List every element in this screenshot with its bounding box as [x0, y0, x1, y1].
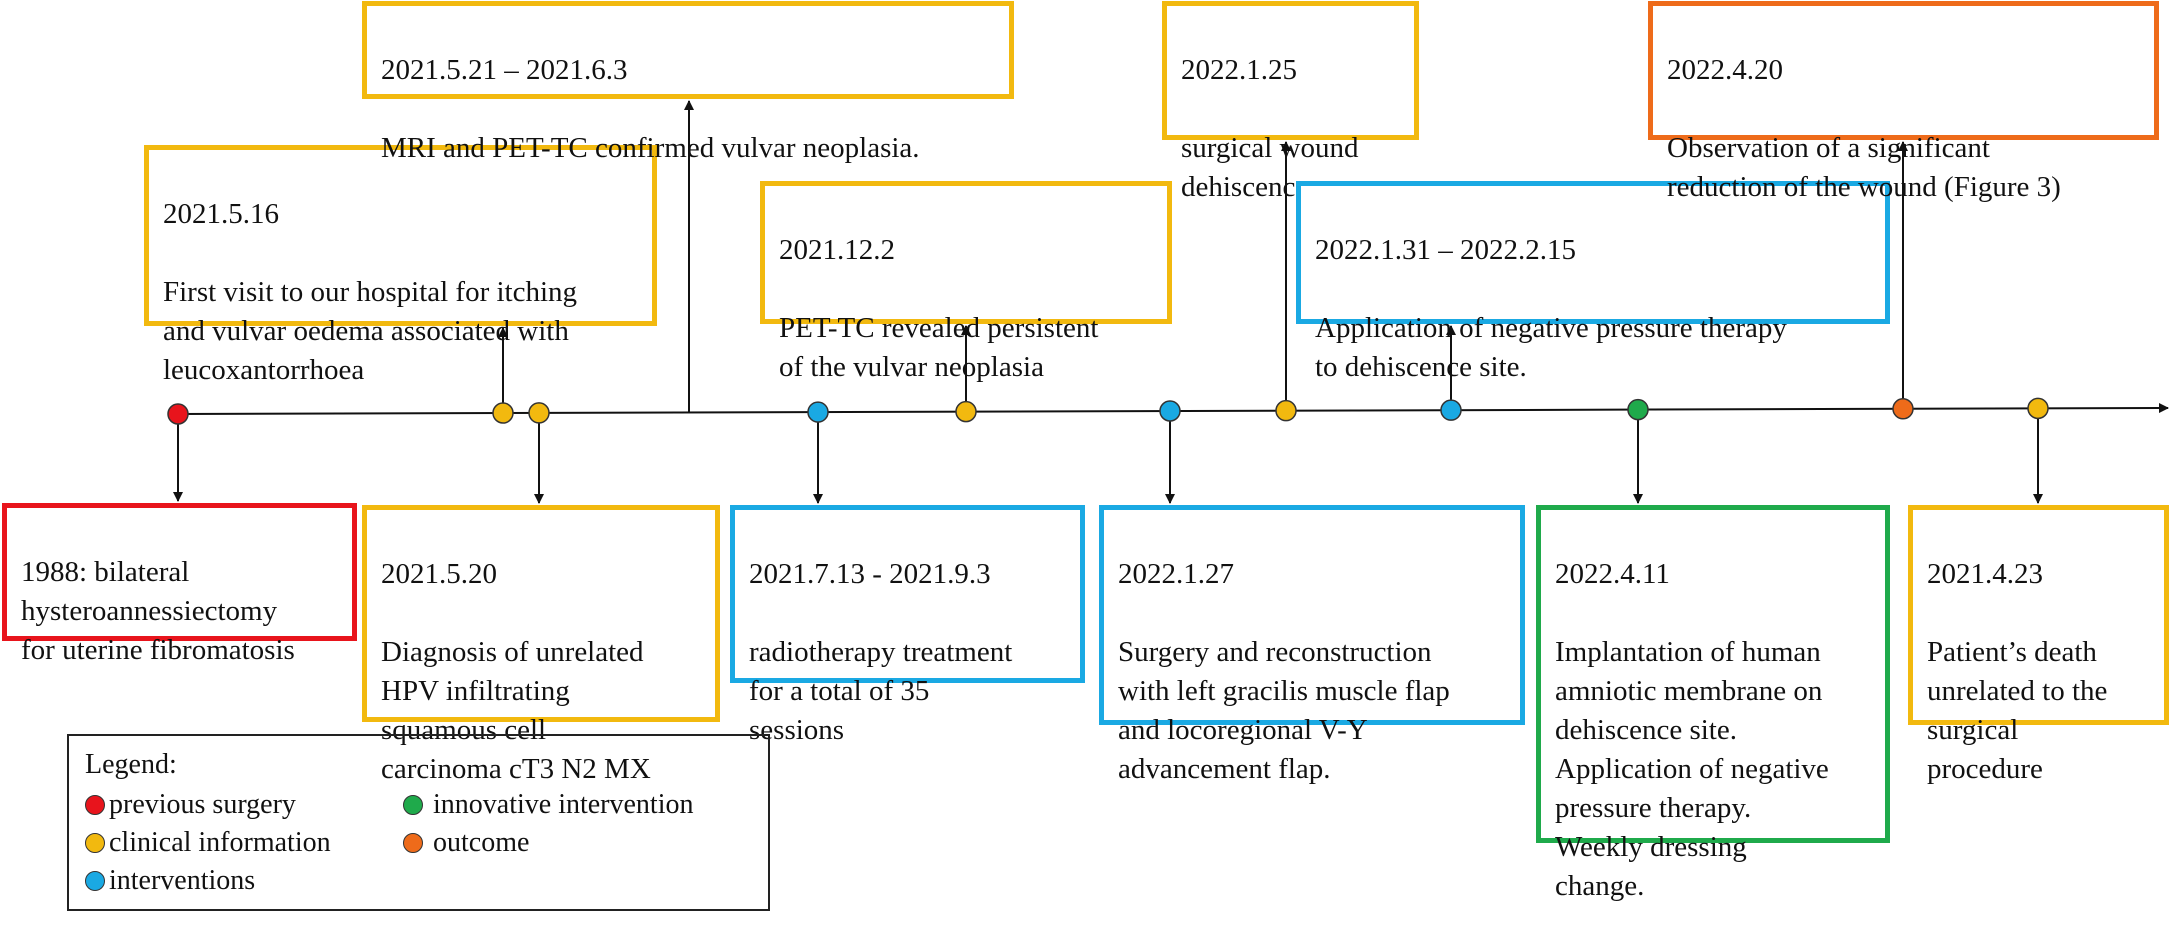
event-text: Patient’s death unrelated to the surgica… — [1927, 636, 2108, 785]
event-text: 1988: bilateral hysteroannessiectomy for… — [21, 556, 295, 666]
event-box-2021-7-13: 2021.7.13 - 2021.9.3 radiotherapy treatm… — [730, 505, 1085, 746]
event-date: 2022.4.20 — [1667, 54, 1783, 86]
marker-group — [167, 397, 2049, 425]
legend: Legend: previous surgery clinical inform… — [67, 734, 770, 911]
timeline-marker-e20220131 — [1440, 399, 1462, 421]
event-date: 2022.1.25 — [1181, 54, 1297, 86]
legend-item-outcome: outcome — [403, 824, 529, 862]
legend-item-clinical-information: clinical information — [85, 824, 331, 862]
event-box-2021-5-16: 2021.5.16 First visit to our hospital fo… — [144, 145, 657, 386]
event-box-2022-1-31: 2022.1.31 – 2022.2.15 Application of neg… — [1296, 181, 1890, 383]
timeline-marker-e20210516 — [492, 402, 514, 424]
legend-label: previous surgery — [109, 789, 296, 820]
legend-title: Legend: — [85, 749, 177, 780]
legend-label: innovative intervention — [433, 789, 694, 820]
event-text: Observation of a significant reduction o… — [1667, 132, 2061, 203]
timeline-marker-e20211202 — [955, 400, 977, 423]
timeline-marker-e20220125 — [1275, 399, 1297, 422]
orange-dot-icon — [403, 833, 423, 853]
event-date: 2021.5.21 – 2021.6.3 — [381, 54, 628, 86]
event-box-2021-4-23: 2021.4.23 Patient’s death unrelated to t… — [1908, 505, 2169, 785]
event-text: MRI and PET-TC confirmed vulvar neoplasi… — [381, 132, 920, 164]
event-text: Diagnosis of unrelated HPV infiltrating … — [381, 636, 651, 785]
event-text: surgical wound dehiscence — [1181, 132, 1359, 203]
timeline-marker-e20220420 — [1892, 398, 1914, 420]
event-box-2022-4-20: 2022.4.20 Observation of a significant r… — [1648, 1, 2159, 203]
event-date: 2021.5.16 — [163, 198, 279, 230]
legend-label: clinical information — [109, 827, 331, 858]
timeline-marker-e20210423 — [2027, 397, 2049, 420]
event-date: 2022.1.31 – 2022.2.15 — [1315, 234, 1576, 266]
legend-item-interventions: interventions — [85, 862, 255, 900]
green-dot-icon — [403, 795, 423, 815]
event-box-1988: 1988: bilateral hysteroannessiectomy for… — [2, 503, 357, 666]
event-date: 2021.5.20 — [381, 558, 497, 590]
legend-item-previous-surgery: previous surgery — [85, 786, 296, 824]
connector-group — [173, 100, 2043, 504]
event-date: 2022.1.27 — [1118, 558, 1234, 590]
event-box-2021-5-21: 2021.5.21 – 2021.6.3 MRI and PET-TC conf… — [362, 1, 1014, 164]
event-text: First visit to our hospital for itching … — [163, 276, 578, 386]
timeline-marker-e1988 — [167, 403, 189, 425]
legend-item-innovative-intervention: innovative intervention — [403, 786, 694, 824]
timeline-marker-e20220127 — [1159, 400, 1181, 422]
timeline-diagram — [167, 100, 2169, 504]
event-text: radiotherapy treatment for a total of 35… — [749, 636, 1013, 746]
event-text: Surgery and reconstruction with left gra… — [1118, 636, 1450, 785]
legend-label: interventions — [109, 865, 256, 896]
event-text: Application of negative pressure therapy… — [1315, 312, 1787, 383]
event-box-2021-12-2: 2021.12.2 PET-TC revealed persistent of … — [760, 181, 1172, 383]
timeline-marker-e20210713 — [807, 401, 829, 423]
event-box-2021-5-20: 2021.5.20 Diagnosis of unrelated HPV inf… — [362, 505, 720, 785]
yellow-dot-icon — [85, 833, 105, 853]
event-box-2022-4-11: 2022.4.11 Implantation of human amniotic… — [1536, 505, 1890, 902]
timeline-marker-e20210520 — [528, 402, 550, 424]
event-text: PET-TC revealed persistent of the vulvar… — [779, 312, 1099, 383]
event-date: 2021.12.2 — [779, 234, 895, 266]
event-date: 2021.7.13 - 2021.9.3 — [749, 558, 991, 590]
legend-label: outcome — [433, 827, 530, 858]
event-box-2022-1-27: 2022.1.27 Surgery and reconstruction wit… — [1099, 505, 1525, 785]
red-dot-icon — [85, 795, 105, 815]
event-date: 2022.4.11 — [1555, 558, 1670, 590]
event-text: Implantation of human amniotic membrane … — [1555, 636, 1829, 902]
timeline-marker-e20220411 — [1627, 398, 1649, 421]
event-box-2022-1-25: 2022.1.25 surgical wound dehiscence — [1162, 1, 1419, 203]
blue-dot-icon — [85, 871, 105, 891]
event-date: 2021.4.23 — [1927, 558, 2043, 590]
